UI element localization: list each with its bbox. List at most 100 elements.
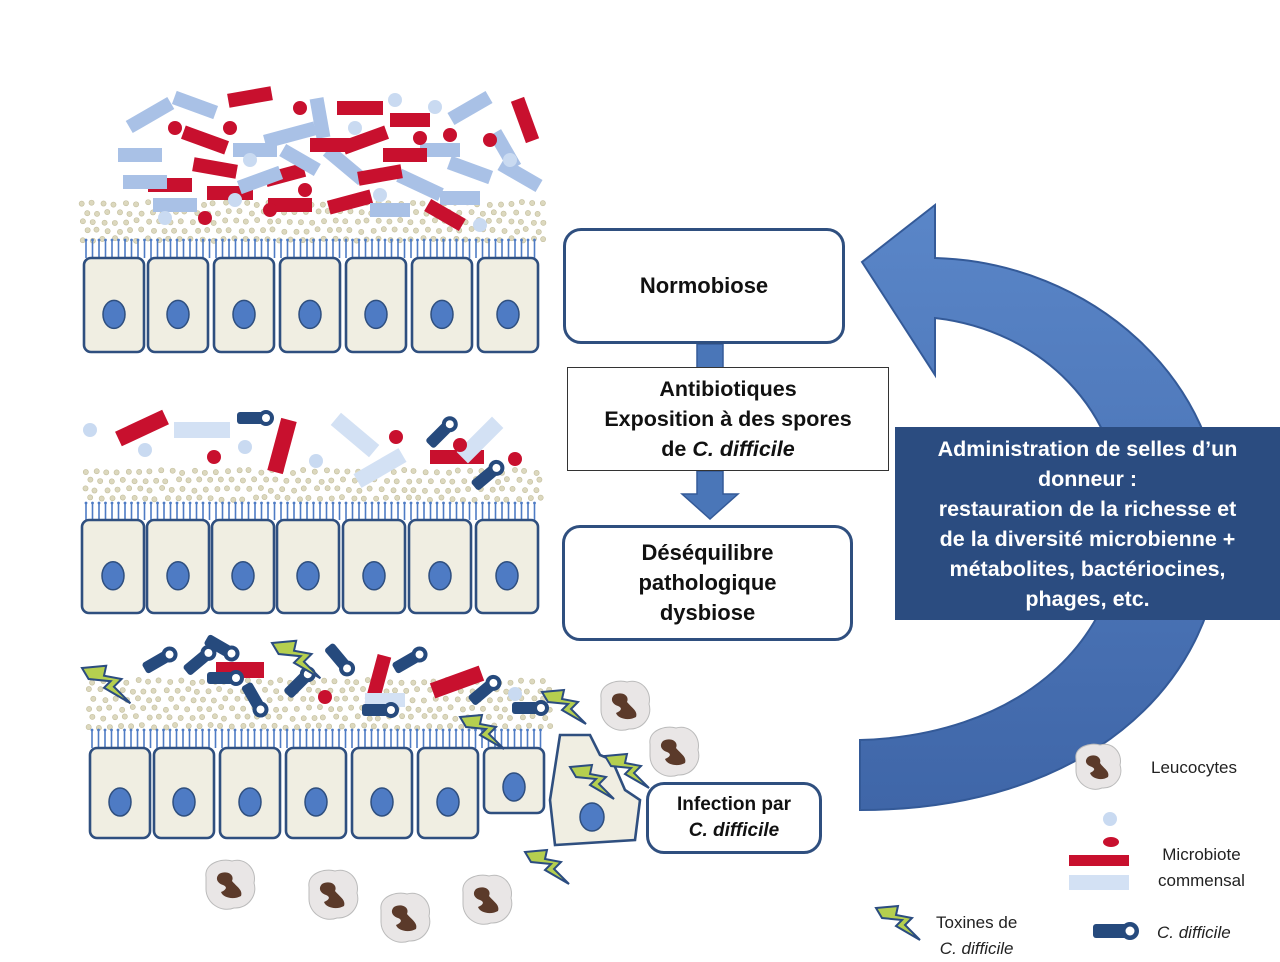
microvillus-tip [266, 501, 270, 505]
mucus-dot [406, 478, 413, 485]
cell-nucleus [436, 787, 460, 817]
infection-box: Infection par C. difficile [646, 782, 822, 854]
cdifficile-legend-icon [1093, 922, 1139, 940]
mucus-dot [439, 478, 446, 485]
mucus-dot [333, 468, 340, 475]
dysbiosis-box: Déséquilibre pathologique dysbiose [562, 525, 853, 641]
microvillus-tip [279, 728, 282, 732]
mucus-dot [415, 706, 422, 713]
mucus-dot [227, 688, 234, 695]
microvillus-tip [227, 501, 231, 505]
mucus-dot [498, 201, 504, 208]
mucus-dot [151, 496, 158, 503]
mucus-dot [355, 218, 361, 225]
legend-microbiote-label: Microbiote commensal [1158, 842, 1245, 894]
mucus-dot [499, 485, 505, 492]
mucus-dot [300, 715, 307, 722]
mucus-dot [291, 487, 297, 494]
commensal-bacterium [370, 203, 410, 217]
microvillus-tip [364, 238, 367, 242]
leucocyte-nucleus [319, 882, 345, 909]
microvillus-tip [233, 728, 237, 732]
legend-leucocytes-label: Leucocytes [1151, 758, 1237, 777]
mucus-dot [163, 687, 170, 694]
mucus-dot [175, 495, 182, 502]
mucus-dot [151, 227, 157, 234]
mucus-dot [155, 677, 162, 684]
mucus-dot [267, 487, 274, 494]
microvillus-tip [253, 238, 257, 242]
mucus-dot [521, 468, 527, 474]
mucus-dot [386, 218, 393, 225]
mucus-dot [366, 715, 373, 722]
mucus-dot [454, 467, 461, 474]
mucus-dot [248, 227, 255, 234]
mucus-dot [427, 496, 433, 503]
legend-toxin-label: Toxines de C. difficile [936, 910, 1017, 962]
commensal-coccus [428, 100, 442, 114]
mucus-dot [145, 678, 151, 685]
microvillus-tip [533, 238, 536, 242]
commensal-coccus [373, 188, 387, 202]
commensal-bacterium [326, 189, 374, 215]
commensal-coccus [168, 121, 182, 135]
microvillus-tip [331, 501, 335, 505]
mucus-dot [89, 219, 96, 226]
mucus-dot [260, 227, 266, 234]
mucus-dot [254, 217, 261, 223]
mucus-dot [119, 706, 126, 713]
mucus-dot [173, 704, 180, 711]
mucus-dot [540, 219, 547, 226]
mucus-dot [234, 713, 241, 720]
mucus-dot [486, 697, 493, 704]
mucus-dot [397, 217, 404, 223]
commensal-bacterium [153, 198, 197, 212]
microvillus-tip [240, 238, 244, 242]
mucus-dot [525, 210, 531, 216]
mucus-dot [212, 469, 219, 476]
commensal-bacterium [322, 144, 368, 186]
mucus-dot [501, 706, 508, 713]
mucus-dot [101, 219, 108, 226]
mucus-dot [382, 723, 389, 730]
mucus-dot [185, 723, 192, 729]
mucus-dot [177, 218, 184, 225]
microvillus-tip [181, 728, 185, 732]
microvillus-tip [169, 501, 172, 505]
mucus-dot [201, 202, 207, 208]
panel-dysbiose [80, 409, 544, 615]
leucocyte-nucleus [611, 693, 637, 720]
legend-microbiote-line-2: commensal [1158, 871, 1245, 890]
microvillus-tip [513, 501, 517, 505]
mucus-dot [196, 494, 203, 501]
mucus-dot [207, 495, 214, 502]
mucus-dot [427, 707, 433, 713]
antibiotics-exposure-box: Antibiotiques Exposition à des spores de… [567, 367, 889, 471]
mucus-dot [534, 211, 541, 217]
mucus-dot [146, 218, 153, 225]
commensal-coccus [443, 128, 457, 142]
normobiose-label: Normobiose [639, 273, 769, 298]
mucus-dot [410, 487, 417, 494]
mucus-dot [163, 706, 169, 713]
mucus-dot [436, 228, 442, 234]
microvillus-tip [409, 501, 413, 505]
mucus-dot [494, 496, 501, 502]
mucus-dot [394, 494, 401, 501]
microvillus-tip [259, 728, 263, 732]
mucus-dot [275, 218, 282, 225]
mucus-dot [373, 495, 380, 502]
mucus-dot [421, 679, 428, 686]
mucus-dot [185, 477, 192, 484]
mucus-dot [420, 697, 427, 704]
mucus-dot [413, 227, 419, 234]
damaged-epithelial-cell [548, 733, 642, 847]
infection-line-2: C. difficile [688, 820, 780, 841]
commensal-bacterium [310, 138, 350, 152]
mucus-dot [311, 715, 318, 721]
microvillus-tip [487, 238, 491, 242]
mucus-dot [161, 228, 168, 235]
microvillus-tip [526, 728, 529, 732]
mucus-dot [286, 219, 293, 225]
microvillus-tip [429, 238, 432, 242]
